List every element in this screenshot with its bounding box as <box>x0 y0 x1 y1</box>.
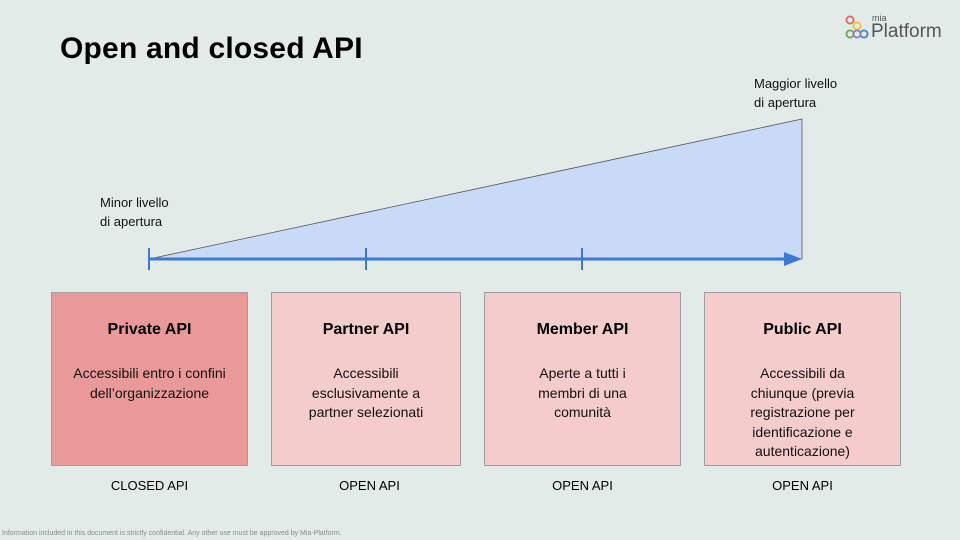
max-openness-label: Maggior livello di apertura <box>754 76 838 110</box>
card-member-api: Member API Aperte a tutti i membri di un… <box>484 292 681 466</box>
card-private-api: Private API Accessibili entro i confini … <box>51 292 248 466</box>
min-openness-label: Minor livello di apertura <box>100 195 169 229</box>
logo-text-big: Platform <box>871 21 942 42</box>
logo-text-small: mia <box>872 13 887 23</box>
openness-wedge <box>148 118 803 260</box>
card-caption: OPEN API <box>339 478 400 493</box>
confidentiality-footer: Information included in this document is… <box>2 530 342 537</box>
mia-platform-logo: mia Platform <box>845 12 955 44</box>
card-public-api: Public API Accessibili da chiunque (prev… <box>704 292 901 466</box>
card-title: Public API <box>763 321 842 338</box>
card-caption: OPEN API <box>552 478 613 493</box>
card-description: Accessibili esclusivamente a partner sel… <box>308 365 424 420</box>
card-caption: CLOSED API <box>110 478 189 493</box>
card-partner-api: Partner API Accessibili esclusivamente a… <box>271 292 461 466</box>
card-description: Accessibili da chiunque (previa registra… <box>750 365 855 459</box>
card-caption: OPEN API <box>772 478 833 493</box>
slide-title: Open and closed API <box>60 32 363 65</box>
card-description: Accessibili entro i confini dell’organiz… <box>73 365 226 401</box>
card-title: Partner API <box>322 321 410 338</box>
arrow-head-icon <box>784 252 802 266</box>
card-title: Member API <box>536 321 629 338</box>
card-title: Private API <box>107 321 192 338</box>
logo-rings-icon <box>845 15 869 39</box>
card-description: Aperte a tutti i membri di una comunità <box>538 365 627 420</box>
